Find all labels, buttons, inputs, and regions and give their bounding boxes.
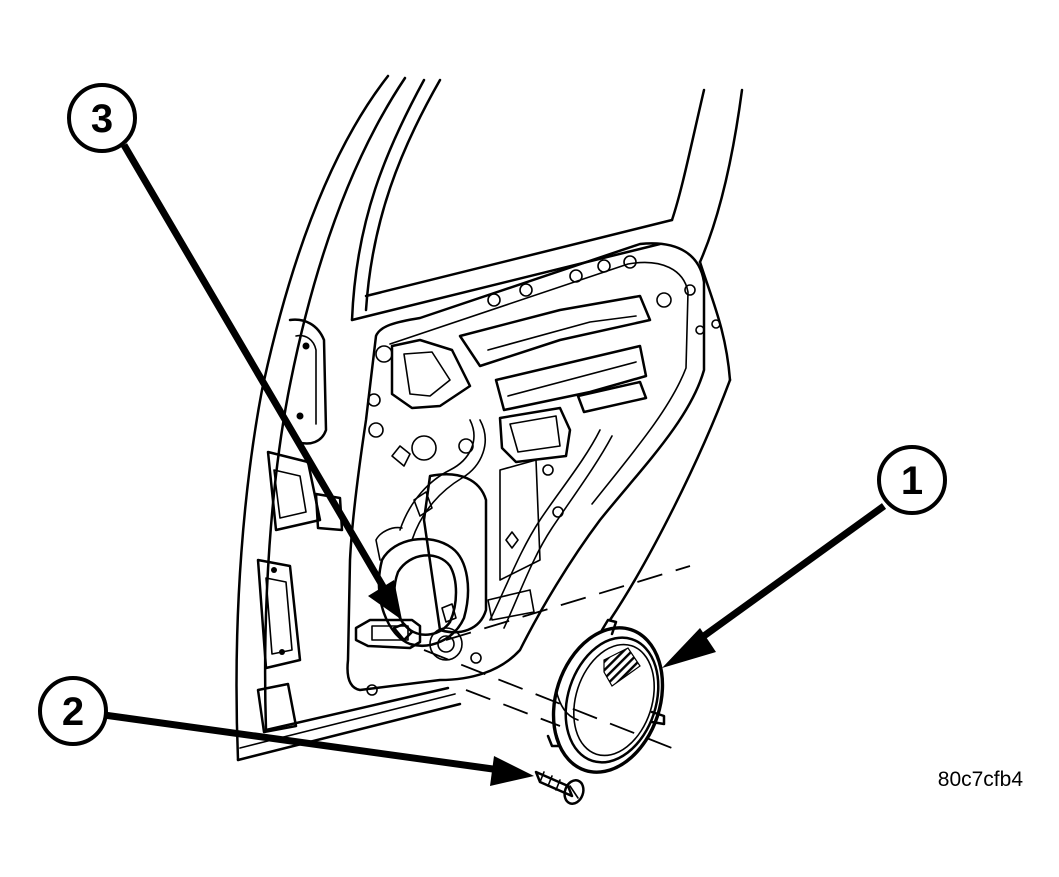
leader-arrow-2	[103, 711, 534, 786]
leader-arrow-1	[662, 503, 887, 668]
speaker-opening	[375, 526, 470, 661]
leader-arrow-3	[120, 143, 402, 620]
speaker	[546, 618, 666, 774]
inner-door-panel	[346, 242, 721, 696]
callout-1: 1	[877, 445, 947, 515]
callout-3: 3	[67, 83, 137, 153]
callout-3-label: 3	[91, 97, 113, 141]
callout-2: 2	[38, 676, 108, 746]
speaker-connector	[354, 618, 422, 650]
door-shell	[235, 74, 744, 762]
callout-1-label: 1	[901, 459, 923, 503]
reference-code: 80c7cfb4	[938, 768, 1024, 791]
callout-2-label: 2	[62, 690, 84, 734]
screw	[534, 770, 585, 805]
hinge-side-panel	[256, 318, 344, 734]
